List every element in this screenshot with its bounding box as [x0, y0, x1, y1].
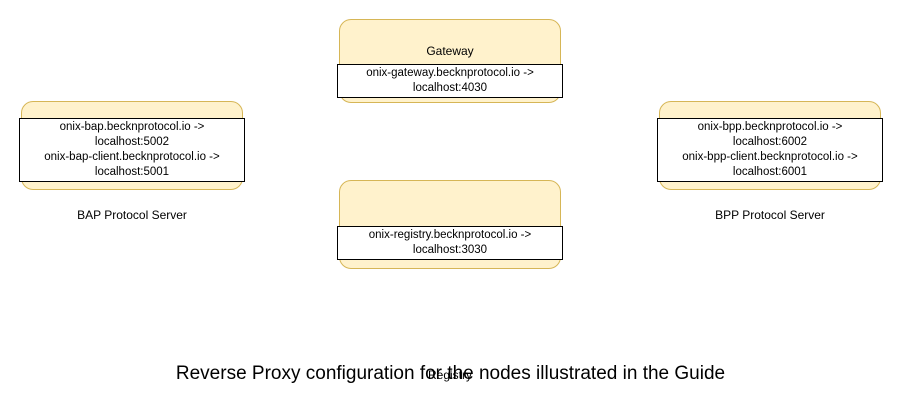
node-gateway-title: Gateway — [426, 44, 474, 58]
node-bap-title: BAP Protocol Server — [77, 208, 187, 222]
node-bpp-title: BPP Protocol Server — [715, 208, 825, 222]
detail-line: localhost:3030 — [412, 244, 488, 256]
detail-line: onix-bap.becknprotocol.io -> — [59, 121, 205, 133]
detail-line: localhost:5002 — [94, 136, 170, 148]
detail-line: onix-bpp.becknprotocol.io -> — [697, 121, 843, 133]
detail-line: localhost:4030 — [412, 82, 488, 94]
detail-line: localhost:6002 — [732, 136, 808, 148]
detail-line: onix-gateway.becknprotocol.io -> — [366, 67, 534, 79]
node-registry-detail-box[interactable]: onix-registry.becknprotocol.io -> localh… — [337, 226, 563, 260]
detail-line: onix-bap-client.becknprotocol.io -> — [44, 151, 220, 163]
node-bpp-detail-box[interactable]: onix-bpp.becknprotocol.io -> localhost:6… — [657, 118, 883, 182]
diagram-caption: Reverse Proxy configuration for the node… — [175, 363, 726, 384]
detail-line: localhost:6001 — [732, 166, 808, 178]
node-bap-detail-box[interactable]: onix-bap.becknprotocol.io -> localhost:5… — [19, 118, 245, 182]
node-gateway-detail-box[interactable]: onix-gateway.becknprotocol.io -> localho… — [337, 64, 563, 98]
detail-line: localhost:5001 — [94, 166, 170, 178]
detail-line: onix-bpp-client.becknprotocol.io -> — [682, 151, 858, 163]
detail-line: onix-registry.becknprotocol.io -> — [368, 229, 532, 241]
node-registry-title: Registry — [427, 368, 472, 382]
